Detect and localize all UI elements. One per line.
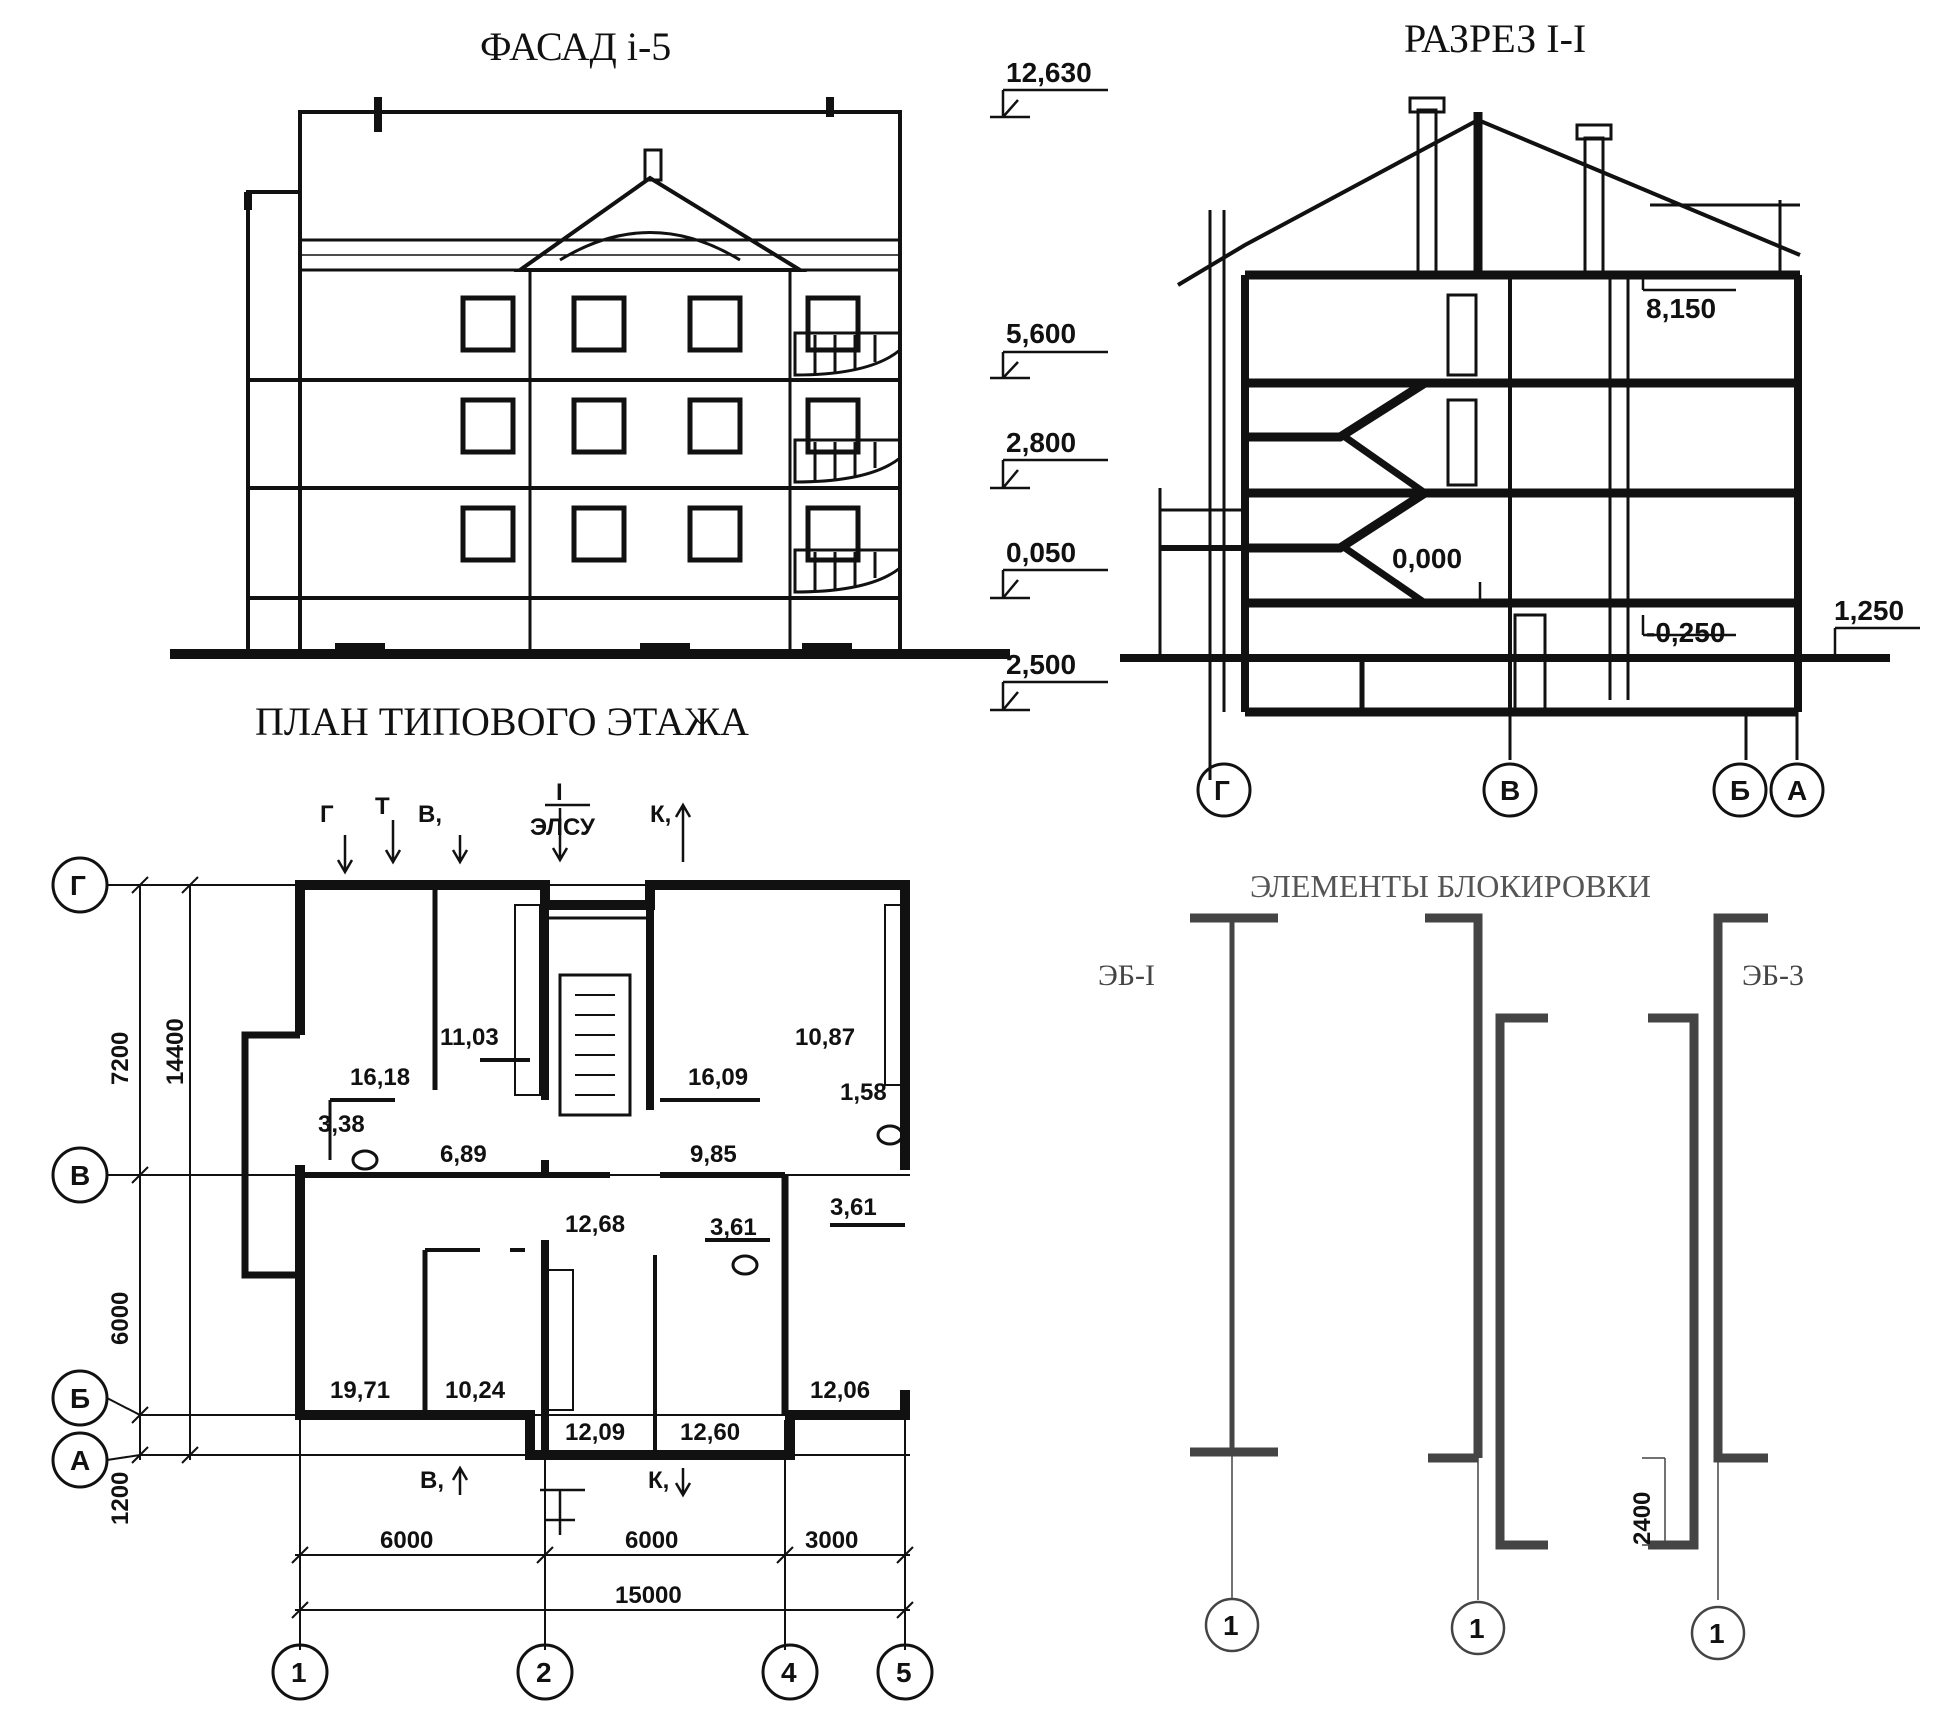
plan-walls — [241, 880, 910, 1460]
area-12-06: 12,06 — [810, 1377, 870, 1404]
section-level-minus-0250: -0,250 — [1646, 617, 1725, 648]
utility-v-top: В, — [418, 801, 442, 828]
dim-6000-b: 6000 — [625, 1527, 678, 1554]
plan-axis-4: 4 — [781, 1657, 797, 1688]
area-1-58: 1,58 — [840, 1079, 887, 1106]
level-5600: 5,600 — [1006, 318, 1076, 349]
section-title: РАЗРЕЗ I-I — [1404, 16, 1586, 61]
level-marks — [990, 88, 1108, 712]
section-axis-a: А — [1787, 775, 1807, 806]
blocking-element-2 — [1425, 913, 1548, 1600]
section-level-8150: 8,150 — [1646, 293, 1716, 324]
blocking-axis-1-b: 1 — [1469, 1613, 1485, 1644]
area-3-61-right: 3,61 — [830, 1194, 877, 1221]
blocking-title: ЭЛЕМЕНТЫ БЛОКИРОВКИ — [1250, 868, 1651, 904]
dim-3000: 3000 — [805, 1527, 858, 1554]
level-2800: 2,800 — [1006, 427, 1076, 458]
plan-axis-1: 1 — [291, 1657, 307, 1688]
area-11-03: 11,03 — [440, 1024, 499, 1051]
area-9-85: 9,85 — [690, 1141, 737, 1168]
facade-drawing — [170, 97, 1010, 659]
dim-7200: 7200 — [107, 1032, 134, 1085]
plan-axis-g: Г — [70, 870, 86, 901]
area-10-87: 10,87 — [795, 1024, 855, 1051]
dim-2400: 2400 — [1629, 1492, 1656, 1545]
blocking-element-1 — [1190, 913, 1278, 1600]
plan-axis-b: Б — [70, 1383, 90, 1414]
area-16-09: 16,09 — [688, 1064, 748, 1091]
area-10-24: 10,24 — [445, 1377, 506, 1404]
plan-axis-circles — [51, 856, 934, 1701]
plan-title: ПЛАН ТИПОВОГО ЭТАЖА — [255, 699, 749, 744]
area-12-68: 12,68 — [565, 1211, 625, 1238]
label-eb-1: ЭБ-I — [1098, 959, 1155, 992]
utility-k-bottom: К, — [648, 1467, 669, 1494]
utility-t: Т — [375, 793, 390, 820]
utility-k-top: К, — [650, 801, 671, 828]
plan-axis-a: А — [70, 1445, 90, 1476]
blocking-axis-1-c: 1 — [1709, 1618, 1725, 1649]
area-12-09: 12,09 — [565, 1419, 625, 1446]
section-drawing — [1120, 96, 1920, 780]
label-eb-3: ЭБ-3 — [1742, 959, 1804, 992]
area-3-38: 3,38 — [318, 1111, 365, 1138]
section-level-1250: 1,250 — [1834, 595, 1904, 626]
area-16-18: 16,18 — [350, 1064, 410, 1091]
dim-14400: 14400 — [162, 1018, 189, 1085]
plan-axis-v: В — [70, 1160, 90, 1191]
plan-axis-2: 2 — [536, 1657, 552, 1688]
area-12-60: 12,60 — [680, 1419, 740, 1446]
utility-elsu: ЭЛСУ — [530, 814, 596, 841]
dim-6000-a: 6000 — [380, 1527, 433, 1554]
section-axis-g: Г — [1214, 775, 1230, 806]
blocking-element-3 — [1642, 913, 1768, 1600]
utility-elsu-i: I — [556, 779, 563, 806]
section-axis-b: Б — [1730, 775, 1750, 806]
facade-title: ФАСАД i-5 — [480, 24, 671, 69]
utility-g: Г — [320, 801, 334, 828]
area-3-61-center: 3,61 — [710, 1214, 757, 1241]
blocking-axis-1-a: 1 — [1223, 1610, 1239, 1641]
level-12630: 12,630 — [1006, 57, 1092, 88]
level-2500: 2,500 — [1006, 649, 1076, 680]
dim-1200: 1200 — [107, 1472, 134, 1525]
area-6-89: 6,89 — [440, 1141, 487, 1168]
blocking-axis-circles — [1204, 1597, 1746, 1661]
section-axis-circles — [1196, 762, 1825, 818]
section-level-0000: 0,000 — [1392, 543, 1462, 574]
section-axis-v: В — [1500, 775, 1520, 806]
plan-dimension-lines — [131, 876, 914, 1650]
plan-utility-arrows — [336, 802, 692, 1535]
level-0050: 0,050 — [1006, 537, 1076, 568]
plan-axis-5: 5 — [896, 1657, 912, 1688]
area-19-71: 19,71 — [330, 1377, 390, 1404]
utility-v-bottom: В, — [420, 1467, 444, 1494]
dim-15000: 15000 — [615, 1582, 682, 1609]
dim-6000-vertical: 6000 — [107, 1292, 134, 1345]
